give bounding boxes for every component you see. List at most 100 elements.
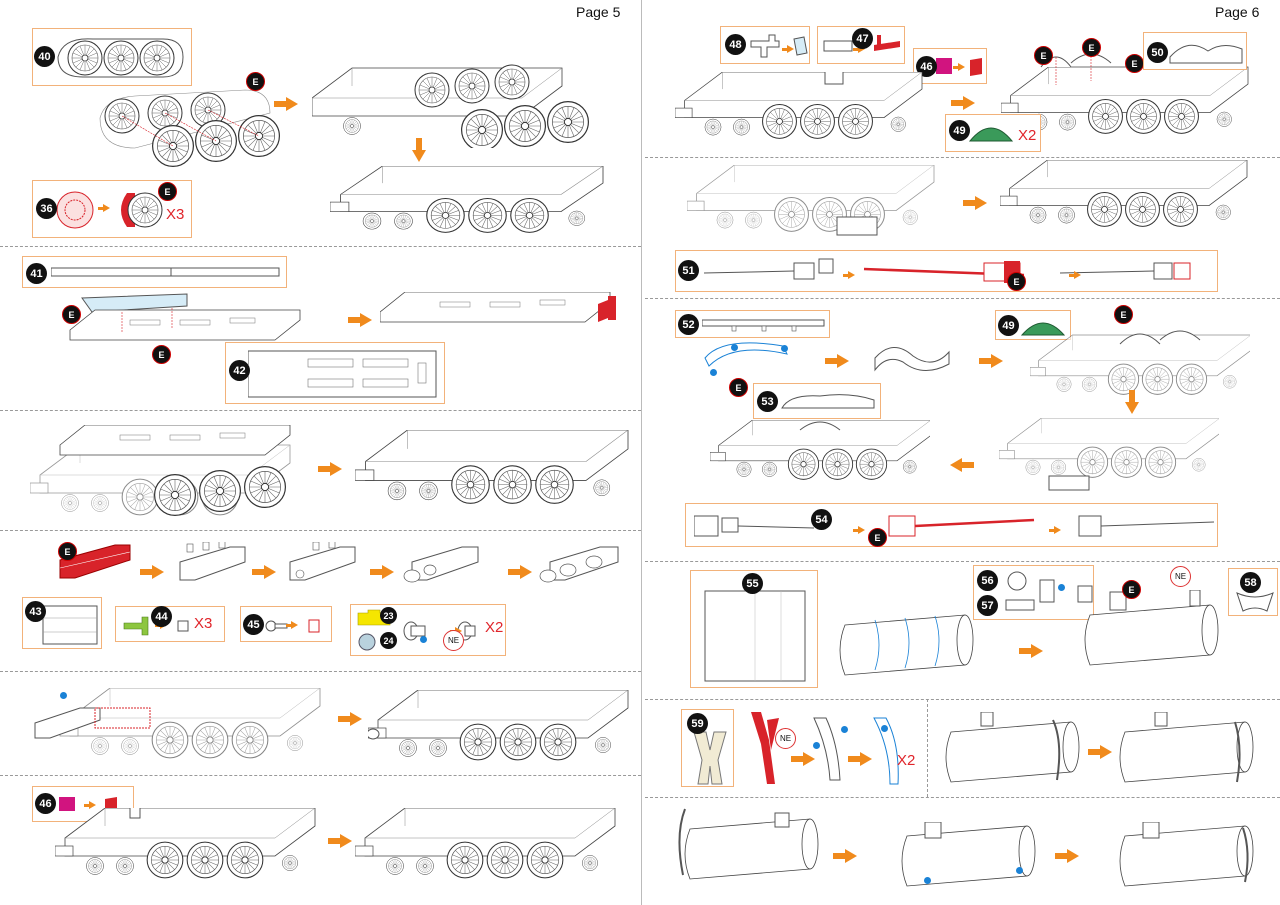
step-arrow-right	[328, 834, 352, 848]
small-arrow	[1069, 271, 1081, 279]
e-badge: E	[729, 378, 748, 397]
step-52-number: 52	[678, 314, 699, 335]
part-59-bending-1	[745, 710, 785, 786]
part-42-drawing	[248, 349, 438, 399]
e-badge: E	[1125, 54, 1144, 73]
blue-dot-marker	[881, 725, 888, 732]
small-arrow	[843, 271, 855, 279]
step-24-number: 24	[380, 632, 397, 649]
splasher-fitting-view	[1030, 320, 1250, 400]
boiler-finished-view	[1115, 822, 1265, 888]
step-40-box	[32, 28, 192, 86]
step-42-box	[225, 342, 445, 404]
section-separator	[0, 410, 641, 411]
e-badge: E	[158, 182, 177, 201]
step-arrow-right	[318, 462, 342, 476]
small-arrow	[853, 526, 865, 534]
dome-assembly-drawing	[1038, 572, 1094, 610]
buffer-beam-view-2	[285, 542, 360, 587]
part-55-drawing	[703, 589, 807, 683]
small-arrow	[84, 801, 96, 809]
blue-dot-marker	[60, 692, 67, 699]
step-46-number: 46	[916, 56, 937, 77]
chassis-assembled-view	[330, 166, 610, 236]
part-58-drawing	[1235, 585, 1275, 613]
e-badge: E	[1082, 38, 1101, 57]
part-46-drawing	[934, 56, 986, 78]
section-separator	[0, 775, 641, 776]
part-36-drawing	[55, 187, 165, 233]
step-54-box	[685, 503, 1218, 547]
step-arrow-right	[370, 565, 394, 579]
step-arrow-right	[338, 712, 362, 726]
blue-dot-marker	[1016, 867, 1023, 874]
small-arrow	[98, 204, 110, 212]
multiplier-x2: X2	[1018, 127, 1037, 144]
e-badge: E	[62, 305, 81, 324]
boiler-band-assembled-view	[1115, 712, 1265, 788]
blue-dot-marker	[731, 344, 738, 351]
step-arrow-right	[963, 196, 987, 210]
part-40-drawing	[53, 33, 188, 81]
step-56-number: 56	[977, 570, 998, 591]
section-separator	[645, 157, 1280, 158]
part-56-drawing	[1006, 570, 1028, 592]
page-5: Page 5 40 E X3 36 E	[0, 4, 641, 905]
part-51-drawing	[704, 257, 1214, 289]
step-49-number: 49	[949, 120, 970, 141]
part-59-bent	[870, 714, 906, 786]
step-45-number: 45	[243, 614, 264, 635]
part-41-drawing	[51, 265, 281, 281]
boiler-band-fitting-view	[941, 712, 1086, 788]
page-divider	[641, 0, 642, 905]
smokebox-band-rolling-view	[897, 822, 1047, 888]
step-47-number: 47	[852, 28, 873, 49]
step-42-number: 42	[229, 360, 250, 381]
plate-assembled-view	[380, 292, 640, 337]
part-43-drawing	[41, 604, 99, 646]
splasher-assembled-view	[999, 418, 1219, 498]
step-arrow-left	[950, 458, 974, 472]
step-59-number: 59	[687, 713, 708, 734]
step-50-box	[1143, 32, 1247, 70]
small-arrow	[1049, 526, 1061, 534]
valve-gear-fitting-view	[687, 165, 937, 245]
part-52-drawing	[702, 318, 826, 332]
e-badge: E	[1034, 46, 1053, 65]
part-49-drawing	[968, 121, 1014, 143]
blue-dot-marker	[924, 877, 931, 884]
step-57-number: 57	[977, 595, 998, 616]
section-separator	[645, 561, 1280, 562]
step-58-number: 58	[1240, 572, 1261, 593]
small-arrow	[286, 621, 298, 629]
step-58-box	[1228, 568, 1278, 616]
blue-dot-marker	[420, 636, 427, 643]
part-43-red-drawing	[55, 540, 135, 585]
step-arrow-right	[833, 849, 857, 863]
part-53-drawing	[780, 390, 876, 414]
page-number: Page 5	[576, 4, 621, 20]
step-arrow-right	[508, 565, 532, 579]
section-separator	[0, 671, 641, 672]
chassis-with-cab-support-view	[355, 808, 625, 888]
part-47-drawing	[822, 33, 902, 59]
step-44-number: 44	[151, 606, 172, 627]
step-arrow-right	[252, 565, 276, 579]
step-arrow-right	[348, 313, 372, 327]
part-54-drawing	[694, 510, 1214, 542]
e-badge: E	[1007, 272, 1026, 291]
buffer-assembly-drawing	[403, 617, 478, 645]
blue-dot-marker	[710, 369, 717, 376]
step-arrow-right	[791, 752, 815, 766]
e-badge: E	[1114, 305, 1133, 324]
step-arrow-right	[1019, 644, 1043, 658]
multiplier-x2: X2	[485, 619, 504, 636]
step-arrow-down	[1125, 390, 1139, 414]
step-arrow-right	[1088, 745, 1112, 759]
section-separator	[645, 797, 1280, 798]
e-badge: E	[246, 72, 265, 91]
chassis-with-buffers-view	[368, 690, 638, 765]
boiler-with-dome-view	[1080, 590, 1230, 670]
buffer-beam-view-1	[175, 542, 250, 587]
step-36-number: 36	[36, 198, 57, 219]
